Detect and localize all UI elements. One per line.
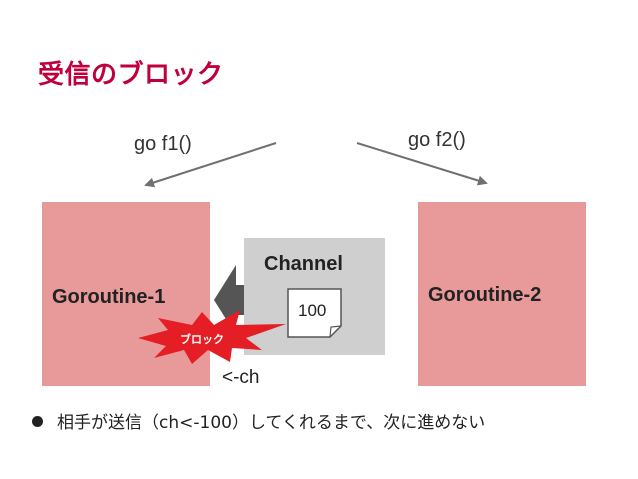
page-title: 受信のブロック: [38, 60, 224, 90]
message-note: [287, 288, 342, 338]
goroutine-1-box: [42, 202, 210, 386]
bullet-item: 相手が送信（ch<-100）してくれるまで、次に進めない: [32, 408, 485, 433]
block-burst: [138, 310, 286, 364]
goroutine-2-label: Goroutine-2: [428, 284, 542, 306]
message-value: 100: [298, 301, 327, 320]
channel-label: Channel: [264, 253, 343, 275]
spawn-arrow-left: [144, 142, 277, 188]
block-label: ブロック: [180, 333, 224, 346]
call-label-right: go f2(): [408, 129, 466, 151]
goroutine-2-box: [418, 202, 586, 386]
bullet-text: 相手が送信（ch<-100）してくれるまで、次に進めない: [57, 413, 486, 433]
receive-arrow: [214, 265, 244, 335]
call-label-left: go f1(): [134, 133, 192, 155]
receive-op-label: <-ch: [222, 367, 260, 388]
spawn-arrow-right: [356, 142, 488, 186]
goroutine-1-label: Goroutine-1: [52, 286, 166, 308]
bullet-dot-icon: [32, 415, 43, 427]
